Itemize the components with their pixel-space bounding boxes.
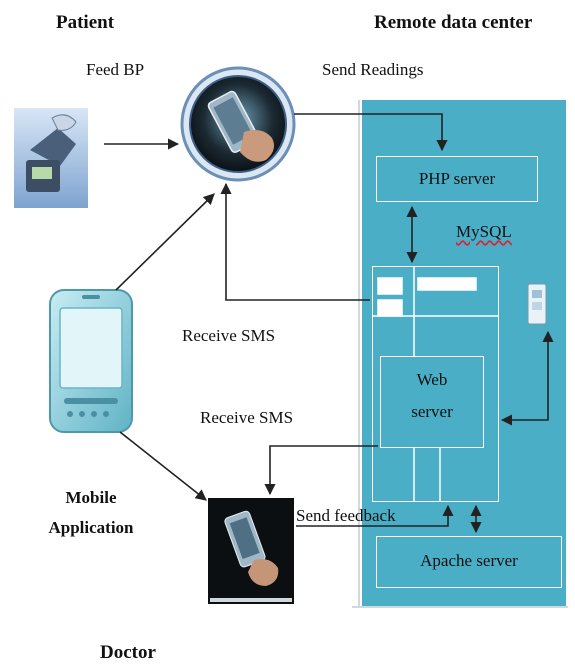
- send-readings-label: Send Readings: [322, 60, 424, 79]
- bp-monitor-icon: [14, 108, 88, 208]
- web-server-label-line2: server: [411, 402, 453, 421]
- send-readings-arrow: [294, 113, 448, 152]
- mobile-to-patient-arrow: [115, 193, 215, 291]
- apache-server-label: Apache server: [420, 551, 518, 570]
- database-icon: [527, 283, 547, 325]
- web-server-label-line1: Web: [416, 370, 448, 389]
- mobile-to-doctor-arrow: [119, 431, 207, 501]
- mobile-application-label-line2: Application: [48, 518, 134, 537]
- web-frame-widgets: [372, 266, 499, 502]
- smartphone-hand-icon: [180, 66, 296, 182]
- web-server-box: [380, 356, 484, 448]
- mysql-label: MySQL: [456, 222, 512, 241]
- doctor-heading: Doctor: [100, 642, 156, 663]
- doctor-phone-icon: [208, 498, 294, 604]
- panel-bottom-rule: [352, 606, 568, 608]
- mobile-application-label-line1: Mobile: [65, 488, 117, 507]
- send-feedback-label: Send feedback: [296, 506, 396, 525]
- send-feedback-arrow: [296, 504, 454, 527]
- receive-sms-label-patient: Receive SMS: [182, 326, 276, 345]
- mobile-phone-icon: [49, 289, 133, 433]
- receive-sms-doctor-arrow: [264, 445, 378, 496]
- receive-sms-label-doctor: Receive SMS: [200, 408, 294, 427]
- apache-server-box: [376, 536, 562, 588]
- php-server-box: [376, 156, 538, 202]
- feed-bp-label: Feed BP: [86, 60, 145, 79]
- web-database-arrow: [500, 330, 554, 426]
- remote-data-center-heading: Remote data center: [374, 12, 533, 33]
- panel-left-rule: [358, 100, 360, 608]
- receive-sms-patient-arrow: [220, 182, 370, 301]
- patient-heading: Patient: [56, 12, 115, 33]
- php-server-label: PHP server: [418, 169, 496, 188]
- web-frame-box: [372, 266, 499, 502]
